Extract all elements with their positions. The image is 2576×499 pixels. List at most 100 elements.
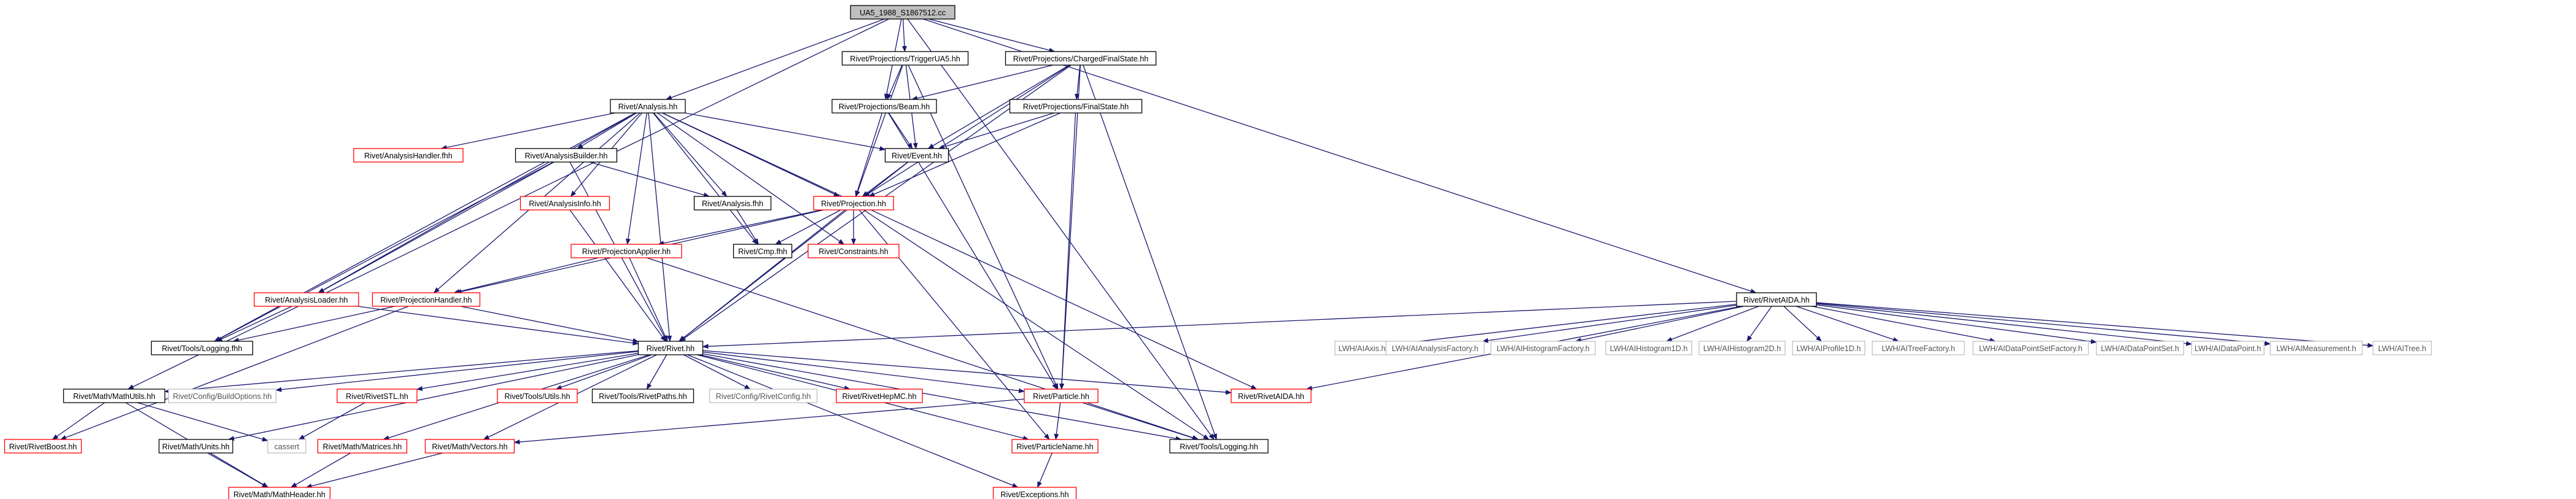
edge-beam-to-projection xyxy=(855,112,883,197)
node-lwhfac[interactable]: LWH/AIHistogramFactory.h xyxy=(1490,341,1596,355)
node-box xyxy=(693,196,772,211)
edge-particle-to-vectors xyxy=(513,398,1025,445)
node-lwdp[interactable]: LWH/AIDataPoint.h xyxy=(2191,341,2265,355)
node-label: Rivet/Projections/TriggerUA5.hh xyxy=(850,55,960,63)
node-box xyxy=(63,389,166,403)
node-abuilder[interactable]: Rivet/AnalysisBuilder.hh xyxy=(515,148,618,163)
node-rivetaidahh[interactable]: Rivet/RivetAIDA.hh xyxy=(1231,389,1312,403)
node-label: Rivet/Math/Units.hh xyxy=(162,443,230,451)
node-box xyxy=(2372,341,2432,355)
node-aloader[interactable]: Rivet/AnalysisLoader.hh xyxy=(254,292,359,307)
edge-rivet-to-toolsutils xyxy=(555,354,652,390)
node-riveraida[interactable]: Rivet/RivetAIDA.hh xyxy=(1736,292,1817,307)
edge-rivet-to-units xyxy=(228,354,639,441)
edge-analysis-to-logfhh xyxy=(214,112,636,342)
node-projection[interactable]: Rivet/Projection.hh xyxy=(813,196,894,211)
node-box xyxy=(1972,341,2089,355)
edge-units-to-mathheader xyxy=(207,452,268,488)
node-box xyxy=(2191,341,2265,355)
node-label: Rivet/Event.hh xyxy=(892,152,942,160)
node-rivetpaths[interactable]: Rivet/Tools/RivetPaths.hh xyxy=(591,389,695,403)
node-cassert[interactable]: cassert xyxy=(267,439,306,454)
node-logfhh[interactable]: Rivet/Tools/Logging.fhh xyxy=(150,341,254,355)
node-mathheader[interactable]: Rivet/Math/MathHeader.hh xyxy=(228,487,331,499)
node-label: Rivet/Tools/RivetPaths.hh xyxy=(599,392,687,401)
node-particle[interactable]: Rivet/Particle.hh xyxy=(1024,389,1099,403)
edge-beam-to-event xyxy=(888,112,913,149)
edge-abuilder-to-logfhh xyxy=(214,161,554,342)
node-particlename[interactable]: Rivet/ParticleName.hh xyxy=(1011,439,1099,454)
edge-riveraida-to-lwh2d xyxy=(1746,306,1772,342)
edge-cfs-to-beam xyxy=(911,64,1054,101)
node-lwaxis[interactable]: LWH/AIAxis.h xyxy=(1334,341,1390,355)
node-lwh2d[interactable]: LWH/AIHistogram2D.h xyxy=(1699,341,1786,355)
node-rivetconfig[interactable]: Rivet/Config/RivetConfig.hh xyxy=(709,389,818,403)
edge-abuilder-to-aloader xyxy=(317,161,555,293)
edge-mathutils-to-cassert xyxy=(137,402,268,442)
node-lwafac[interactable]: LWH/AIAnalysisFactory.h xyxy=(1385,341,1485,355)
edge-projection-to-rivet xyxy=(679,209,846,342)
node-rivetboost[interactable]: Rivet/RivetBoost.hh xyxy=(4,439,82,454)
node-box xyxy=(813,196,894,211)
node-label: cassert xyxy=(274,443,300,451)
node-rivetstl[interactable]: Rivet/RivetSTL.hh xyxy=(337,389,418,403)
node-cfs[interactable]: Rivet/Projections/ChargedFinalState.hh xyxy=(1005,51,1157,66)
edge-rivet-to-particle xyxy=(702,351,1025,393)
node-label: LWH/AIHistogramFactory.h xyxy=(1496,344,1589,353)
node-label: LWH/AIMeasurement.h xyxy=(2276,344,2356,353)
node-lwmeas[interactable]: LWH/AIMeasurement.h xyxy=(2270,341,2363,355)
edge-riveraida-to-lwp1d xyxy=(1783,306,1822,342)
edge-phandler-to-rivet xyxy=(460,306,639,343)
node-label: Rivet/AnalysisLoader.hh xyxy=(265,296,348,304)
node-mathutils[interactable]: Rivet/Math/MathUtils.hh xyxy=(63,389,166,403)
node-ainfo[interactable]: Rivet/AnalysisInfo.hh xyxy=(519,196,610,211)
node-exceptions[interactable]: Rivet/Exceptions.hh xyxy=(992,487,1077,499)
node-units[interactable]: Rivet/Math/Units.hh xyxy=(158,439,233,454)
node-toolsutils[interactable]: Rivet/Tools/Utils.hh xyxy=(497,389,578,403)
node-constraints[interactable]: Rivet/Constraints.hh xyxy=(807,244,900,258)
node-lwdps[interactable]: LWH/AIDataPointSet.h xyxy=(2096,341,2184,355)
node-box xyxy=(841,51,969,66)
node-lwtfac[interactable]: LWH/AITreeFactory.h xyxy=(1872,341,1965,355)
edge-projection-to-logging xyxy=(863,209,1210,440)
node-label: Rivet/Cmp.fhh xyxy=(738,247,787,256)
node-fs[interactable]: Rivet/Projections/FinalState.hh xyxy=(1009,99,1143,114)
node-trigger[interactable]: Rivet/Projections/TriggerUA5.hh xyxy=(841,51,969,66)
edge-cfs-to-fs xyxy=(1075,64,1081,100)
node-box xyxy=(1009,99,1143,114)
edge-analysis-to-rivetaidahh xyxy=(662,112,1258,390)
node-beam[interactable]: Rivet/Projections/Beam.hh xyxy=(831,99,937,114)
node-afhh[interactable]: Rivet/Analysis.fhh xyxy=(693,196,772,211)
node-analysis[interactable]: Rivet/Analysis.hh xyxy=(610,99,686,114)
edge-trigger-to-particle xyxy=(908,64,1059,390)
node-buildopts[interactable]: Rivet/Config/BuildOptions.hh xyxy=(168,389,277,403)
node-label: Rivet/Projections/Beam.hh xyxy=(839,103,930,111)
node-lwh1d[interactable]: LWH/AIHistogram1D.h xyxy=(1605,341,1692,355)
node-box xyxy=(1736,292,1817,307)
node-logging[interactable]: Rivet/Tools/Logging.hh xyxy=(1169,439,1269,454)
node-lwtree[interactable]: LWH/AITree.h xyxy=(2372,341,2432,355)
node-ahandler[interactable]: Rivet/AnalysisHandler.fhh xyxy=(353,148,464,163)
node-label: Rivet/Analysis.fhh xyxy=(702,199,763,208)
node-label: Rivet/RivetAIDA.hh xyxy=(1743,296,1810,304)
node-matrices[interactable]: Rivet/Math/Matrices.hh xyxy=(317,439,408,454)
node-vectors[interactable]: Rivet/Math/Vectors.hh xyxy=(424,439,515,454)
node-rivethepmc[interactable]: Rivet/RivetHepMC.hh xyxy=(836,389,923,403)
node-papplier[interactable]: Rivet/ProjectionApplier.hh xyxy=(570,244,682,258)
node-event[interactable]: Rivet/Event.hh xyxy=(884,148,949,163)
node-label: Rivet/Config/RivetConfig.hh xyxy=(716,392,811,401)
node-label: Rivet/Exceptions.hh xyxy=(1000,490,1068,499)
edge-rivet-to-rivetconfig xyxy=(683,354,751,390)
edge-rivet-to-rivetstl xyxy=(416,352,639,391)
node-rivet[interactable]: Rivet/Rivet.hh xyxy=(637,341,704,355)
node-box xyxy=(497,389,578,403)
node-cmp[interactable]: Rivet/Cmp.fhh xyxy=(733,244,793,258)
node-lwp1d[interactable]: LWH/AIProfile1D.h xyxy=(1792,341,1866,355)
node-lwdpsf[interactable]: LWH/AIDataPointSetFactory.h xyxy=(1972,341,2089,355)
edge-particle-to-particlename xyxy=(1054,402,1061,440)
edge-trigger-to-projection xyxy=(855,64,903,197)
edge-cfs-to-logging xyxy=(1083,64,1217,440)
node-box xyxy=(515,148,618,163)
node-box xyxy=(709,389,818,403)
node-phandler[interactable]: Rivet/ProjectionHandler.hh xyxy=(372,292,481,307)
